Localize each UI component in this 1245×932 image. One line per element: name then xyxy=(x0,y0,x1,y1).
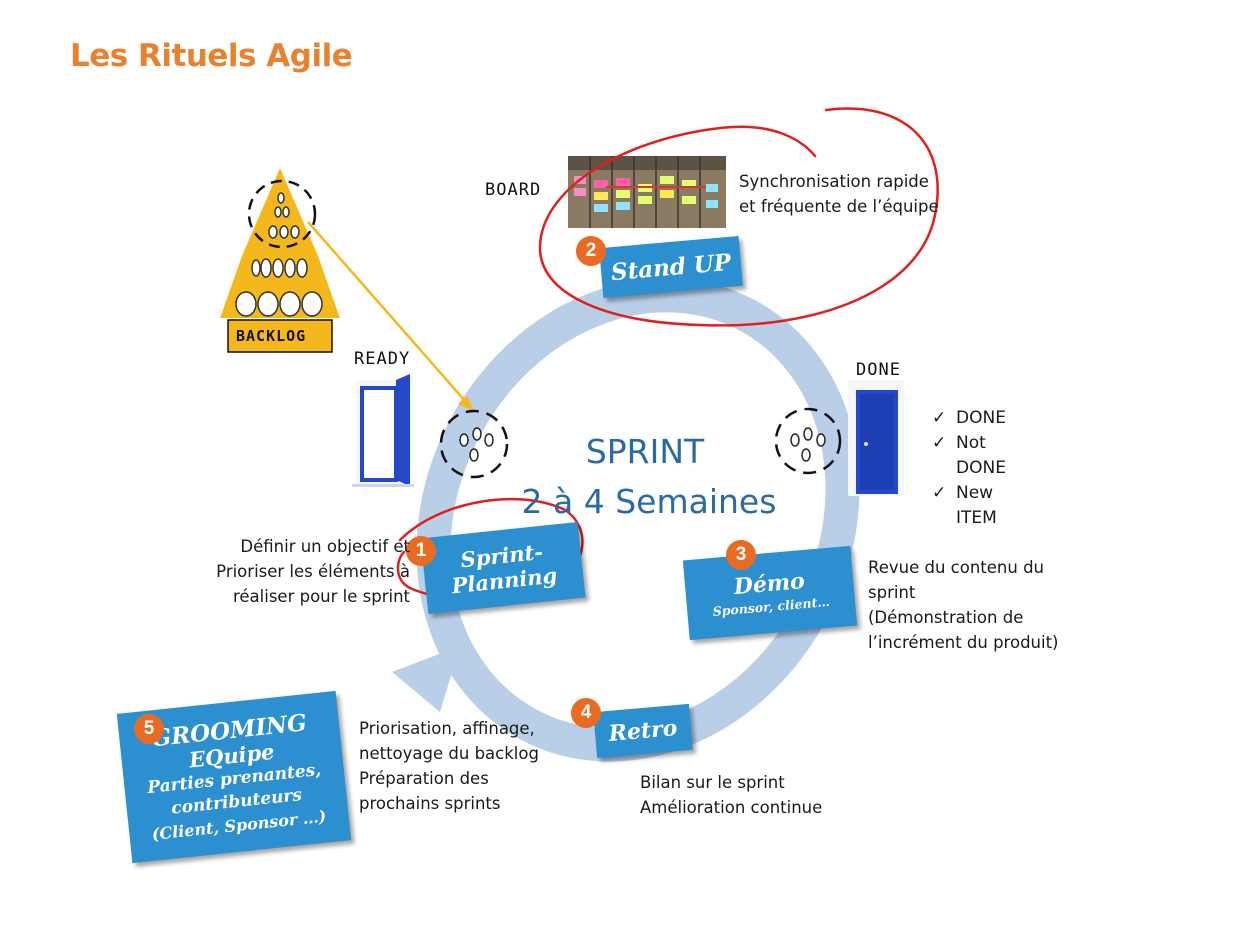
grooming-number-badge: 5 xyxy=(134,714,164,744)
done-door xyxy=(848,380,904,496)
demo-sublabel: Sponsor, client… xyxy=(712,593,831,620)
retro-number-badge: 4 xyxy=(571,698,601,728)
ready-items-circle xyxy=(439,409,509,479)
ready-label: READY xyxy=(354,349,411,369)
board-photo xyxy=(568,156,726,228)
check-icon: ✓ xyxy=(932,483,947,503)
demo-card: Démo Sponsor, client… xyxy=(682,545,858,641)
standup-description: Synchronisation rapide et fréquente de l… xyxy=(739,172,939,216)
ready-door xyxy=(352,374,414,487)
planning-number-badge: 1 xyxy=(406,536,436,566)
sprint-title: SPRINT xyxy=(585,432,705,471)
slide-title: Les Rituels Agile xyxy=(70,38,353,74)
done-checklist: ✓DONE ✓Not DONE ✓New ITEM xyxy=(932,406,1006,531)
checklist-item-done: ✓DONE xyxy=(932,406,1006,431)
checklist-item-new-item-cont: ITEM xyxy=(956,508,997,528)
check-icon: ✓ xyxy=(932,408,947,428)
check-icon: ✓ xyxy=(932,433,947,453)
planning-description: Définir un objectif et Prioriser les élé… xyxy=(216,537,410,606)
sprint-duration: 2 à 4 Semaines xyxy=(521,482,777,521)
done-label: DONE xyxy=(856,360,901,380)
backlog-label: BACKLOG xyxy=(236,327,307,345)
backlog-pyramid xyxy=(220,168,340,353)
backlog-to-ready-arrow xyxy=(307,221,474,411)
grooming-description: Priorisation, affinage, nettoyage du bac… xyxy=(359,719,539,813)
retro-label: Retro xyxy=(607,715,679,747)
retro-description: Bilan sur le sprint Amélioration continu… xyxy=(640,773,823,817)
demo-description: Revue du contenu du sprint (Démonstratio… xyxy=(868,558,1059,652)
standup-label: Stand UP xyxy=(609,248,733,286)
demo-number-badge: 3 xyxy=(726,540,756,570)
retro-card: Retro xyxy=(593,703,693,759)
checklist-item-not-done: ✓Not xyxy=(932,431,1006,456)
board-label: BOARD xyxy=(485,180,542,200)
done-items-circle xyxy=(774,407,842,475)
standup-number-badge: 2 xyxy=(576,236,606,266)
checklist-item-new-item: ✓New xyxy=(932,481,1006,506)
checklist-item-not-done-cont: DONE xyxy=(956,458,1006,478)
